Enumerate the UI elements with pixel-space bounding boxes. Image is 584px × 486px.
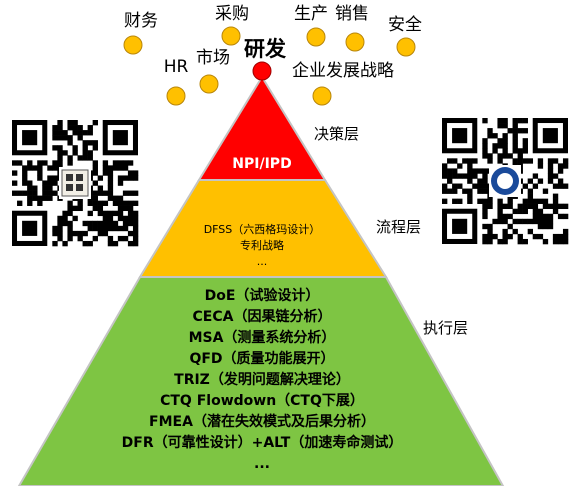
decision-item: NPI/IPD [232, 156, 291, 172]
qr-code-right [432, 106, 578, 256]
department-node [345, 32, 365, 52]
execution-item: FMEA（潜在失效模式及后果分析） [149, 413, 375, 430]
department-label-purchasing: 采购 [215, 4, 249, 24]
department-nodes [123, 26, 416, 106]
execution-item: CTQ Flowdown（CTQ下展） [160, 393, 364, 409]
execution-item: ... [254, 456, 270, 472]
process-item: ... [257, 255, 268, 268]
qr-code-pattern [12, 120, 139, 247]
process-item: 专利战略 [240, 238, 284, 252]
execution-item: DoE（试验设计） [205, 287, 320, 304]
level-name-execution: 执行层 [423, 319, 468, 337]
department-node [312, 86, 332, 106]
department-label-production: 生产 [294, 4, 328, 24]
apex-node [252, 61, 272, 81]
qr-code-left [0, 110, 150, 256]
apex-label: 研发 [244, 37, 287, 61]
execution-item: QFD（质量功能展开） [189, 350, 334, 367]
execution-item: DFR（可靠性设计）+ALT（加速寿命测试） [122, 434, 403, 451]
department-label-hr: HR [164, 57, 189, 77]
execution-item: TRIZ（发明问题解决理论） [174, 371, 350, 388]
level-name-process: 流程层 [376, 218, 421, 236]
department-node [221, 26, 241, 46]
department-node [396, 37, 416, 57]
department-label-market: 市场 [196, 48, 230, 68]
execution-item: MSA（测量系统分析） [189, 329, 336, 346]
department-label-strategy: 企业发展战略 [292, 61, 394, 81]
department-node [166, 86, 186, 106]
department-node [199, 74, 219, 94]
department-node [123, 35, 143, 55]
department-label-finance: 财务 [124, 11, 158, 31]
department-label-safety: 安全 [388, 15, 422, 35]
department-label-sales: 销售 [335, 4, 369, 24]
process-item: DFSS（六西格玛设计） [204, 222, 321, 236]
pyramid-layer-decision [197, 75, 327, 181]
department-node [306, 27, 326, 47]
level-name-decision: 决策层 [314, 125, 359, 143]
execution-item: CECA（因果链分析） [193, 308, 332, 325]
qr-code-pattern [442, 118, 569, 245]
